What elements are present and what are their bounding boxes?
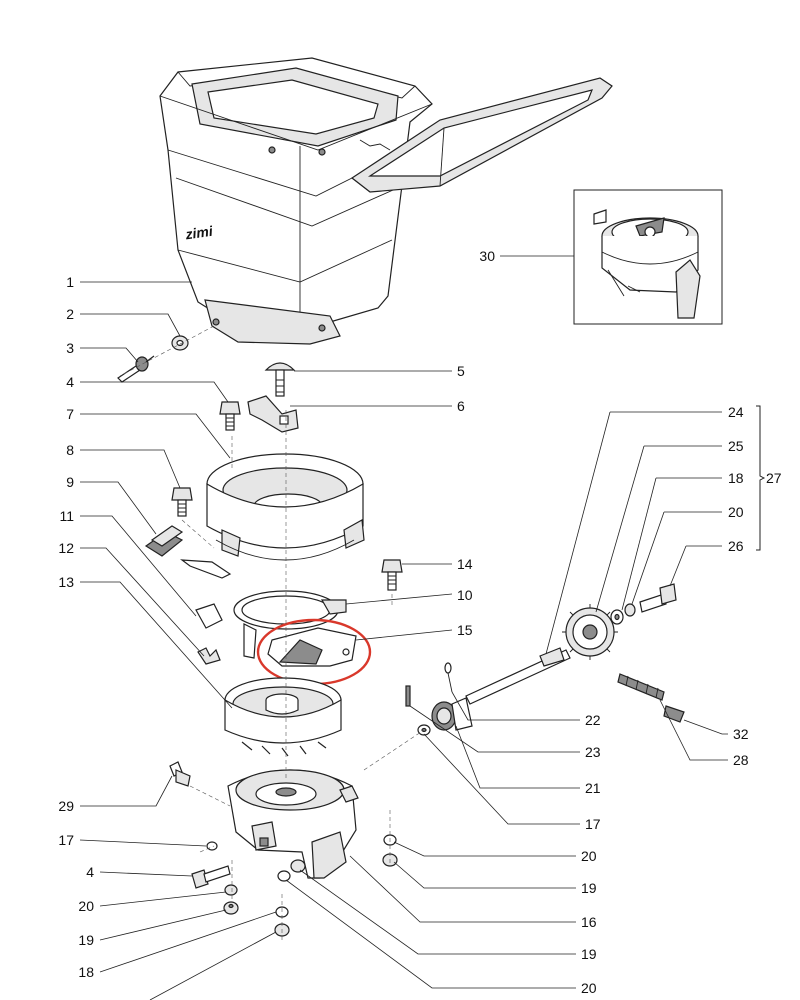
callout-4-lower: 4 xyxy=(86,864,94,880)
part-chain-32 xyxy=(617,673,685,723)
part-shaft-24 xyxy=(465,647,571,705)
callout-4: 4 xyxy=(66,374,74,390)
part-gate-15 xyxy=(256,618,372,686)
part-washer-20-left xyxy=(224,884,238,896)
callout-32: 32 xyxy=(733,726,749,742)
callout-12: 12 xyxy=(58,540,74,556)
part-key-21 xyxy=(405,685,411,707)
part-bolt-14 xyxy=(381,559,403,591)
part-washer-18 xyxy=(610,609,624,625)
part-washer-17-lower xyxy=(206,841,218,851)
part-sprocket-25 xyxy=(562,604,618,660)
callout-19-bottom: 19 xyxy=(581,946,597,962)
callout-17-right: 17 xyxy=(585,816,601,832)
callout-11: 11 xyxy=(59,508,74,524)
part-hopper: zimi xyxy=(159,57,433,345)
callout-18-lower: 18 xyxy=(78,964,94,980)
callout-9: 9 xyxy=(66,474,74,490)
part-bolt-8 xyxy=(171,487,193,517)
callout-28: 28 xyxy=(733,752,749,768)
part-lever-11 xyxy=(180,559,232,629)
callout-5: 5 xyxy=(457,363,465,379)
hopper-logo-text: zimi xyxy=(183,223,214,243)
callout-17-left: 17 xyxy=(58,832,74,848)
callout-14: 14 xyxy=(457,556,473,572)
callout-27: 27 xyxy=(766,470,782,486)
callout-25: 25 xyxy=(728,438,744,454)
callout-23: 23 xyxy=(585,744,601,760)
callout-18-upper: 18 xyxy=(728,470,744,486)
part-pin-3 xyxy=(117,355,155,383)
part-bolt-5 xyxy=(264,362,296,397)
part-washer-2 xyxy=(171,335,189,351)
callout-8: 8 xyxy=(66,442,74,458)
callout-2: 2 xyxy=(66,306,74,322)
callout-20-left: 20 xyxy=(78,898,94,914)
callout-20-upper: 20 xyxy=(728,504,744,520)
part-washer-20-mid xyxy=(277,870,291,882)
callout-24: 24 xyxy=(728,404,744,420)
inset-box xyxy=(573,189,723,325)
callout-1: 1 xyxy=(66,274,74,290)
part-bolt-4 xyxy=(219,401,241,431)
part-gear-23 xyxy=(431,697,473,731)
part-bolt-26 xyxy=(639,583,677,613)
callout-13: 13 xyxy=(58,574,74,590)
part-gearbox-16 xyxy=(227,769,359,879)
callout-16: 16 xyxy=(581,914,597,930)
part-washer-20 xyxy=(624,603,636,617)
callout-21: 21 xyxy=(585,780,601,796)
part-fitting-29 xyxy=(169,761,191,787)
part-nut-19-left xyxy=(223,901,239,915)
callout-20-bottom: 20 xyxy=(581,980,597,996)
callout-26: 26 xyxy=(728,538,744,554)
part-cotter-22 xyxy=(444,662,453,693)
part-housing-7 xyxy=(206,453,365,561)
callout-3: 3 xyxy=(66,340,74,356)
callout-22: 22 xyxy=(585,712,601,728)
part-nut-19-mid xyxy=(290,859,306,873)
leader-lines xyxy=(79,255,766,1000)
part-wingnut-12 xyxy=(197,647,221,665)
callout-30: 30 xyxy=(479,248,495,264)
callout-labels: 1 2 3 4 5 6 7 8 9 10 11 12 13 14 15 16 1… xyxy=(58,248,781,996)
callout-7: 7 xyxy=(66,406,74,422)
callout-29: 29 xyxy=(58,798,74,814)
part-spinner-13 xyxy=(224,677,342,757)
part-bracket-6 xyxy=(247,395,299,433)
callout-19-right: 19 xyxy=(581,880,597,896)
part-hopper-lid xyxy=(350,77,613,193)
callout-10: 10 xyxy=(457,587,473,603)
part-clip-9 xyxy=(144,525,184,557)
part-bolt-4-lower xyxy=(191,865,231,889)
callout-6: 6 xyxy=(457,398,465,414)
callout-15: 15 xyxy=(457,622,473,638)
callout-20-right: 20 xyxy=(581,848,597,864)
callout-19-left: 19 xyxy=(78,932,94,948)
